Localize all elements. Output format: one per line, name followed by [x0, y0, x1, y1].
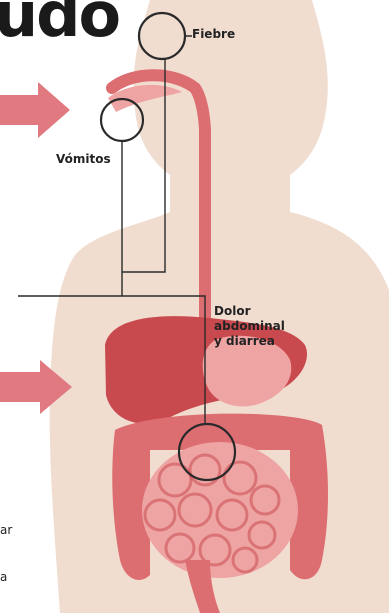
- abdominal-pain-line-2: abdominal: [214, 319, 285, 334]
- abdominal-pain-line-3: y diarrea: [214, 334, 285, 349]
- side-text-2: a: [0, 570, 7, 584]
- side-text-1: ar: [0, 523, 12, 537]
- abdominal-pain-line-1: Dolor: [214, 304, 285, 319]
- vomiting-label: Vómitos: [56, 152, 111, 167]
- arrow-upper: [0, 82, 70, 138]
- fever-label: Fiebre: [192, 27, 235, 42]
- abdominal-pain-label: Dolor abdominal y diarrea: [214, 304, 285, 349]
